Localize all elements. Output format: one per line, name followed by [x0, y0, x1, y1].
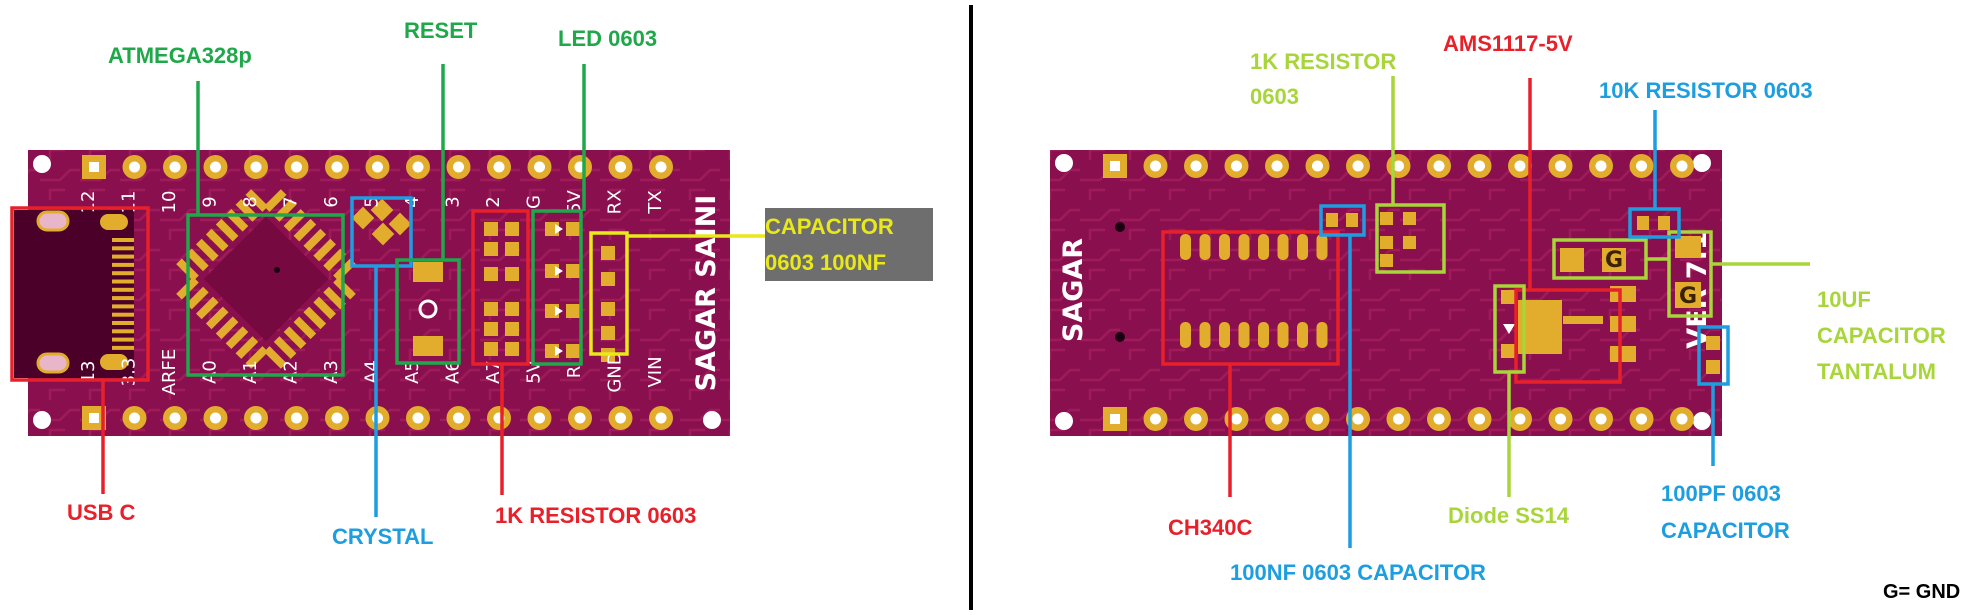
pin-label: 13: [78, 361, 99, 384]
label-capacitor-line2: 0603 100NF: [765, 250, 886, 275]
pin-label: G: [524, 195, 545, 209]
ch340c-chip: [1180, 234, 1328, 348]
mount-hole: [33, 411, 51, 429]
tantalum-box-2: [1667, 230, 1713, 318]
pin-label: 9: [200, 196, 221, 207]
cap-100pf-pad: [1706, 336, 1720, 350]
label-reset: RESET: [404, 18, 478, 43]
pin-label: 5V: [564, 189, 585, 213]
capacitor-label-box: [765, 208, 933, 281]
label-capacitor-line1: CAPACITOR: [765, 214, 894, 239]
pin-label: 7: [281, 196, 302, 207]
res-10k-pad: [1637, 216, 1649, 230]
pin-label: A5: [402, 360, 423, 384]
pin-label: TX: [645, 190, 666, 214]
pin-label: 6: [321, 196, 342, 207]
label-crystal: CRYSTAL: [332, 524, 433, 549]
pin-label: VIN: [645, 356, 666, 387]
label-usb-c: USB C: [67, 500, 136, 525]
resistor-1k-right-box: [1375, 203, 1446, 274]
crystal-box: [350, 196, 413, 268]
pin-label: RX: [605, 190, 626, 215]
label-resistor-10k: 10K RESISTOR 0603: [1599, 78, 1813, 103]
silk-name-right: SAGAR: [1058, 238, 1089, 342]
pin-label: A7: [483, 360, 504, 384]
pin-label: ARFE: [159, 349, 180, 396]
mount-hole: [703, 411, 721, 429]
led-pads: [545, 222, 580, 358]
label-diode: Diode SS14: [1448, 503, 1570, 528]
label-tantalum-line2: CAPACITOR: [1817, 323, 1946, 348]
label-ams1117: AMS1117-5V: [1443, 31, 1573, 56]
resistor-1k-right-pads: [1380, 212, 1416, 267]
mount-hole: [1693, 412, 1711, 430]
mount-hole: [33, 155, 51, 173]
resistor-1k-pads: [484, 222, 519, 356]
label-resistor-right-line2: 0603: [1250, 84, 1299, 109]
label-100pf-line1: 100PF 0603: [1661, 481, 1781, 506]
label-ch340c: CH340C: [1168, 515, 1252, 540]
g-marker: G: [1679, 284, 1697, 309]
silk-brand-left: SAGAR SAINI: [691, 195, 722, 392]
capacitor-box: [589, 231, 629, 356]
label-atmega: ATMEGA328p: [108, 43, 252, 68]
capacitor-pads: [601, 246, 615, 362]
label-tantalum-line3: TANTALUM: [1817, 359, 1936, 384]
pin-label: A1: [240, 360, 261, 384]
diode-ss14: [1501, 290, 1515, 358]
label-led: LED 0603: [558, 26, 657, 51]
label-resistor-right-line1: 1K RESISTOR: [1250, 49, 1396, 74]
cap-100nf-pad: [1346, 213, 1358, 227]
reset-box: [395, 258, 461, 365]
label-100pf-line2: CAPACITOR: [1661, 518, 1790, 543]
pin-label: A2: [281, 360, 302, 384]
label-tantalum-line1: 10UF: [1817, 287, 1871, 312]
right-top-header: [1103, 154, 1694, 178]
cap-100nf-pad: [1326, 213, 1338, 227]
pin-label: 12: [78, 191, 99, 214]
pin-label: A6: [443, 360, 464, 384]
pin-label: R: [564, 366, 585, 379]
tantalum-capacitor: G G: [1560, 236, 1701, 309]
reset-button: [413, 262, 443, 356]
right-bottom-header: [1103, 407, 1694, 431]
ch340c-box: [1161, 230, 1340, 366]
pin-label: 2: [483, 196, 504, 207]
right-board: SAGAR VER 7.1 G G: [1050, 76, 1810, 548]
cap-100nf-box: [1319, 204, 1366, 237]
mount-hole: [1693, 154, 1711, 172]
mount-hole: [1055, 154, 1073, 172]
pin-label: A3: [321, 360, 342, 384]
g-marker: G: [1605, 248, 1623, 273]
pin-label: GND: [605, 351, 626, 392]
pin-label: A4: [362, 360, 383, 384]
usb-c-box: [10, 206, 150, 382]
atmega-box: [186, 213, 345, 377]
pin-label: 5: [362, 196, 383, 207]
mount-hole: [1055, 412, 1073, 430]
res-10k-pad: [1658, 216, 1670, 230]
label-gnd-note: G= GND: [1883, 581, 1960, 603]
pin-label: 3.3: [119, 358, 140, 387]
usb-c-receptacle: [14, 210, 134, 378]
ams1117-box: [1514, 288, 1622, 384]
pin-label: 3: [443, 196, 464, 207]
led-box: [531, 209, 583, 366]
pin-label: A0: [200, 360, 221, 384]
pin-label: 11: [119, 191, 140, 214]
cap-100pf-pad: [1706, 360, 1720, 374]
label-resistor-left: 1K RESISTOR 0603: [495, 503, 696, 528]
label-100nf: 100NF 0603 CAPACITOR: [1230, 560, 1486, 585]
pin-label: 8: [240, 196, 261, 207]
pin-label: 10: [159, 191, 180, 214]
